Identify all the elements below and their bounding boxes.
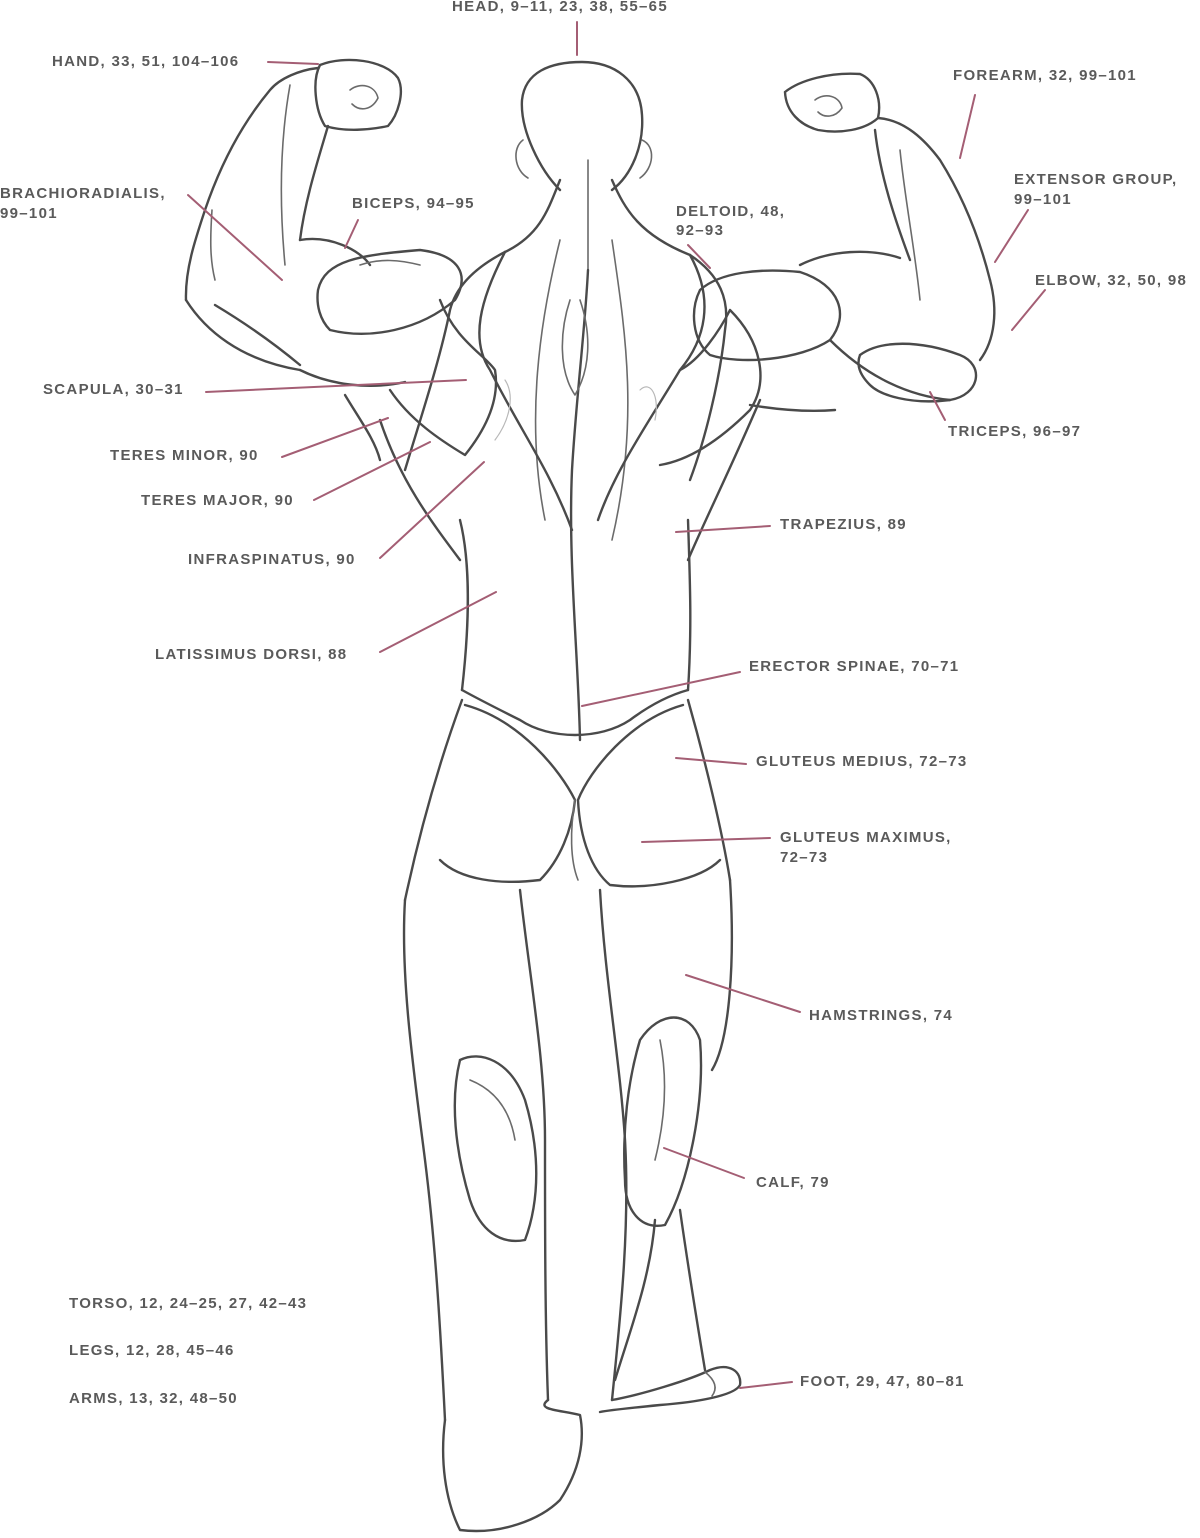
label-trapezius: TRAPEZIUS, 89	[780, 516, 907, 533]
torso-drawing	[378, 239, 762, 742]
label-foot: FOOT, 29, 47, 80–81	[800, 1373, 965, 1390]
label-teres-major: TERES MAJOR, 90	[141, 492, 294, 509]
label-calf: CALF, 79	[756, 1174, 830, 1191]
leader-calf	[663, 1147, 745, 1179]
hips-drawing	[403, 698, 732, 902]
leader-trapezius	[675, 525, 771, 533]
leader-teres-major	[313, 441, 431, 501]
legs-drawing	[402, 878, 742, 1533]
right-arm-drawing	[692, 72, 996, 412]
label-brachioradialis-line1: BRACHIORADIALIS,	[0, 185, 166, 202]
leader-scapula	[205, 379, 467, 393]
label-hamstrings: HAMSTRINGS, 74	[809, 1007, 954, 1024]
label-gluteus-medius: GLUTEUS MEDIUS, 72–73	[756, 753, 968, 770]
label-latissimus-dorsi: LATISSIMUS DORSI, 88	[155, 646, 348, 663]
label-elbow: ELBOW, 32, 50, 98	[1035, 272, 1188, 289]
leader-extensor	[994, 209, 1029, 263]
left-arm-drawing	[184, 58, 463, 462]
label-deltoid-line1: DELTOID, 48,	[676, 203, 786, 220]
label-infraspinatus: INFRASPINATUS, 90	[188, 551, 356, 568]
label-gluteus-maximus-line1: GLUTEUS MAXIMUS,	[780, 829, 952, 846]
head-drawing	[503, 60, 692, 271]
label-gluteus-maximus-line2: 72–73	[780, 849, 829, 866]
leader-deltoid	[687, 244, 711, 269]
label-hand: HAND, 33, 51, 104–106	[52, 53, 240, 70]
leader-erector	[581, 671, 741, 707]
label-extensor-line1: EXTENSOR GROUP,	[1014, 171, 1178, 188]
label-torso: TORSO, 12, 24–25, 27, 42–43	[69, 1295, 308, 1312]
leader-gluteus-maximus	[641, 837, 771, 843]
leader-hand	[267, 61, 319, 65]
label-deltoid-line2: 92–93	[676, 222, 725, 239]
leader-hamstrings	[685, 974, 801, 1013]
leader-gluteus-medius	[675, 757, 747, 765]
leader-elbow	[1011, 289, 1046, 331]
label-biceps: BICEPS, 94–95	[352, 195, 475, 212]
leader-forearm	[959, 94, 976, 159]
leader-teres-minor	[281, 417, 389, 458]
leader-brachioradialis	[187, 194, 283, 281]
leader-foot	[739, 1381, 793, 1389]
label-erector-spinae: ERECTOR SPINAE, 70–71	[749, 658, 960, 675]
label-head: HEAD, 9–11, 23, 38, 55–65	[452, 0, 668, 15]
leader-infraspinatus	[379, 461, 485, 559]
leader-latissimus	[379, 591, 497, 653]
label-scapula: SCAPULA, 30–31	[43, 381, 184, 398]
label-extensor-line2: 99–101	[1014, 191, 1072, 208]
leader-biceps	[344, 219, 359, 249]
leader-triceps	[929, 391, 946, 421]
label-triceps: TRICEPS, 96–97	[948, 423, 1082, 440]
label-brachioradialis-line2: 99–101	[0, 205, 58, 222]
label-teres-minor: TERES MINOR, 90	[110, 447, 259, 464]
label-forearm: FOREARM, 32, 99–101	[953, 67, 1137, 84]
leader-lines	[187, 21, 1046, 1389]
label-arms: ARMS, 13, 32, 48–50	[69, 1390, 238, 1407]
label-legs: LEGS, 12, 28, 45–46	[69, 1342, 235, 1359]
